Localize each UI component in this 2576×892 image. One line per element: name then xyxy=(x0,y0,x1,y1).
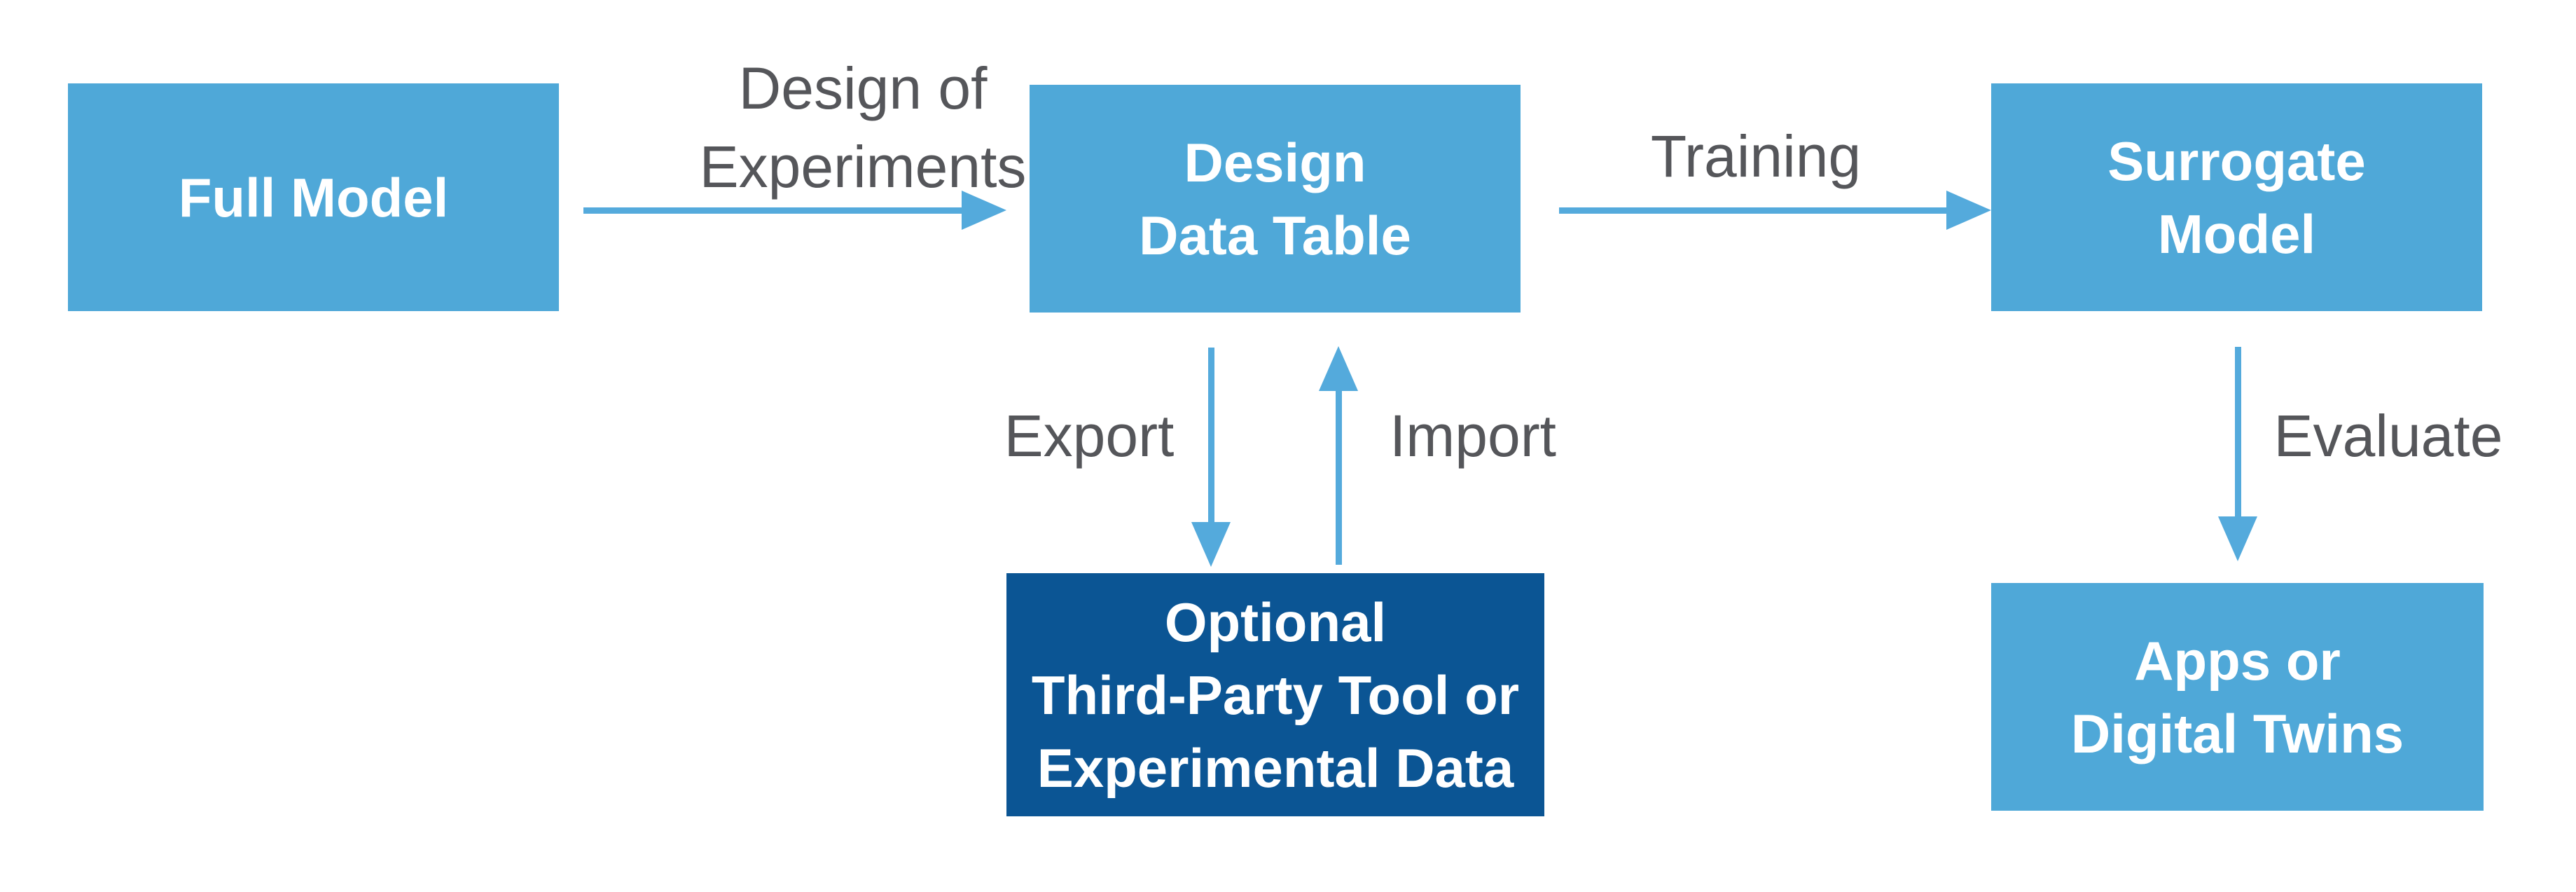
arrow-head-down-icon xyxy=(1191,522,1231,567)
node-surrogate-model: Surrogate Model xyxy=(1991,83,2482,311)
edge-label-training: Training xyxy=(1650,123,1862,189)
arrow-head-right-icon xyxy=(962,191,1006,230)
node-label-line: Full Model xyxy=(178,166,449,228)
node-label-line: Data Table xyxy=(1139,204,1411,266)
arrow-line xyxy=(583,207,962,214)
arrow-line xyxy=(1208,348,1214,522)
node-optional-third-party: Optional Third-Party Tool or Experimenta… xyxy=(1006,573,1544,816)
node-label-line: Design xyxy=(1184,131,1366,193)
node-design-data-table: Design Data Table xyxy=(1030,85,1521,313)
node-label-line: Apps or xyxy=(2134,629,2341,692)
node-label-line: Surrogate xyxy=(2107,130,2366,192)
arrow-head-right-icon xyxy=(1946,191,1991,230)
arrow-line xyxy=(1336,391,1342,565)
edge-label-export: Export xyxy=(1004,403,1175,469)
node-label-line: Experimental Data xyxy=(1037,736,1514,799)
arrow-line xyxy=(2235,347,2241,516)
edge-label-import: Import xyxy=(1389,403,1557,469)
edge-label-line: Design of xyxy=(738,55,988,121)
node-label-line: Third-Party Tool or xyxy=(1031,664,1520,726)
arrow-line xyxy=(1559,207,1947,214)
edge-label-design-of-experiments: Design of Experiments xyxy=(583,49,1143,206)
node-full-model: Full Model xyxy=(68,83,559,311)
arrow-head-up-icon xyxy=(1319,346,1358,391)
node-label-line: Model xyxy=(2157,203,2316,265)
edge-label-evaluate: Evaluate xyxy=(2273,403,2503,469)
node-apps-digital-twins: Apps or Digital Twins xyxy=(1991,583,2484,811)
arrow-head-down-icon xyxy=(2218,516,2257,561)
node-label-line: Optional xyxy=(1164,591,1387,653)
edge-label-line: Experiments xyxy=(699,134,1027,200)
node-label-line: Digital Twins xyxy=(2070,702,2404,764)
